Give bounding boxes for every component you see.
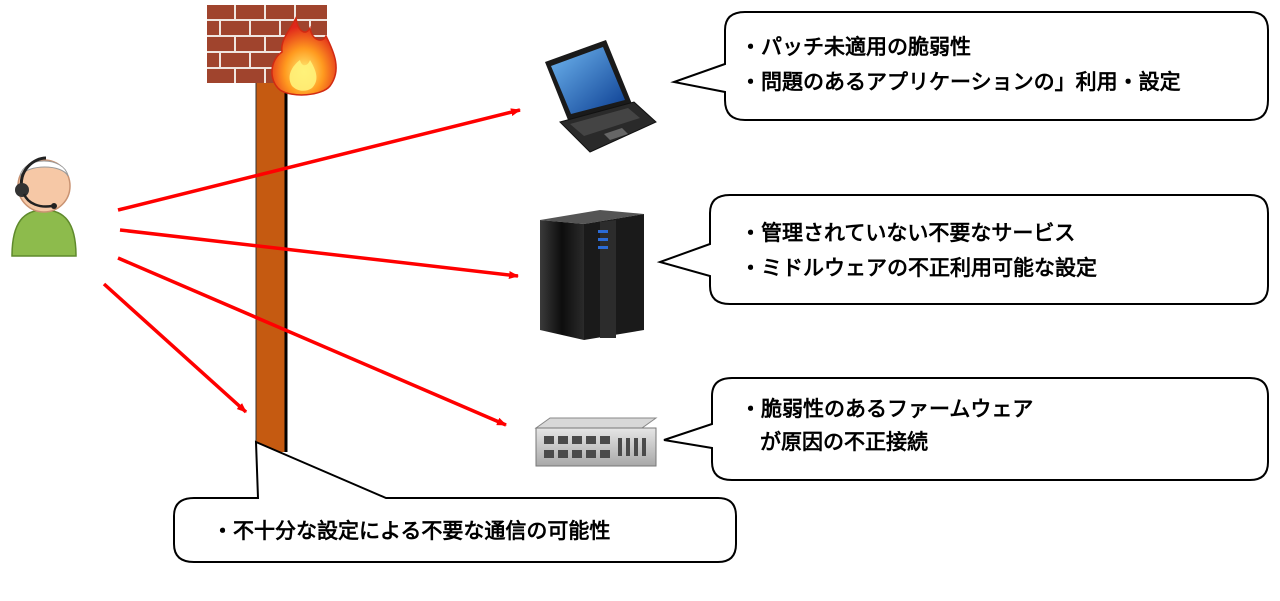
callout-laptop: ・パッチ未適用の脆弱性 ・問題のあるアプリケーションの」利用・設定 (670, 11, 1269, 121)
attack-arrows (102, 108, 521, 427)
arrow-to-switch (117, 256, 507, 427)
callout-server-line1: ・管理されていない不要なサービス (740, 221, 1075, 245)
firewall-icon (207, 5, 337, 452)
callout-laptop-line2: ・問題のあるアプリケーションの」利用・設定 (740, 70, 1181, 94)
arrow-to-firewall (102, 282, 248, 414)
callout-firewall: ・不十分な設定による不要な通信の可能性 (173, 440, 737, 563)
callout-server: ・管理されていない不要なサービス ・ミドルウェアの不正利用可能な設定 (656, 194, 1269, 305)
firewall-pillar (256, 82, 286, 452)
callout-switch-line1: ・脆弱性のあるファームウェア (740, 397, 1033, 421)
callout-switch-line2: が原因の不正接続 (760, 430, 928, 454)
callout-server-line2: ・ミドルウェアの不正利用可能な設定 (740, 256, 1097, 280)
callout-switch: ・脆弱性のあるファームウェア が原因の不正接続 (663, 377, 1269, 481)
callout-firewall-line1: ・不十分な設定による不要な通信の可能性 (212, 519, 610, 543)
laptop-icon (545, 40, 657, 153)
arrow-to-server (119, 228, 519, 279)
network-switch-icon (534, 417, 658, 467)
callout-laptop-line1: ・パッチ未適用の脆弱性 (740, 35, 971, 59)
headset-person-icon (11, 156, 77, 257)
fire-icon (271, 15, 337, 96)
tower-server-icon (540, 210, 644, 340)
arrow-to-laptop (117, 108, 521, 212)
